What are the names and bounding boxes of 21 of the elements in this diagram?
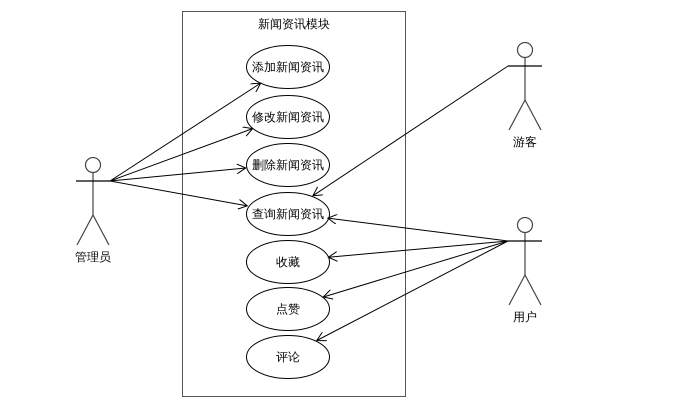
association-arrow <box>316 240 508 342</box>
use-case-ellipse: 收藏 <box>246 240 330 284</box>
association-arrow <box>328 240 508 262</box>
association-arrow <box>312 66 508 196</box>
use-case-ellipse: 添加新闻资讯 <box>246 45 330 89</box>
use-case-ellipse: 删除新闻资讯 <box>246 143 330 187</box>
association-arrow <box>322 240 508 300</box>
system-title: 新闻资讯模块 <box>257 16 331 33</box>
association-arrow <box>110 82 262 182</box>
use-case-ellipse: 查询新闻资讯 <box>246 192 330 236</box>
association-arrow <box>110 126 254 182</box>
use-case-ellipse: 评论 <box>246 335 330 379</box>
system-boundary <box>182 11 406 397</box>
association-arrow <box>110 180 248 210</box>
actor-label: 管理员 <box>75 249 111 266</box>
actor-label: 用户 <box>513 309 537 326</box>
association-arrow <box>327 214 508 242</box>
association-arrow <box>110 163 246 182</box>
use-case-ellipse: 修改新闻资讯 <box>246 95 330 139</box>
use-case-ellipse: 点赞 <box>246 287 330 331</box>
actor-label: 游客 <box>513 134 537 151</box>
